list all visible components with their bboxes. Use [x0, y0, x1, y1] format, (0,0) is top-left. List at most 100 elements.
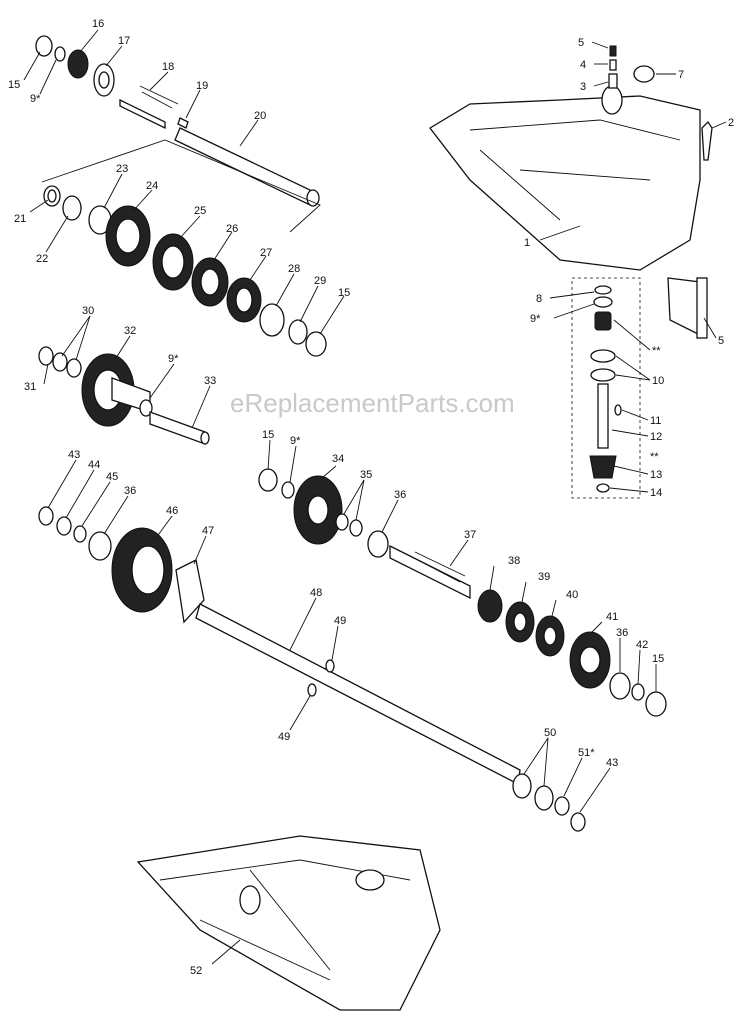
- callout-29: 29: [314, 275, 326, 287]
- callout-43: 43: [606, 757, 618, 769]
- callout-7: 7: [678, 69, 684, 81]
- callout-36: 36: [616, 627, 628, 639]
- boss-1: [601, 85, 623, 115]
- callout-39: 39: [538, 571, 550, 583]
- part-44-washer: [56, 516, 72, 536]
- part-18-pin: [119, 98, 166, 130]
- part-13-gear: [589, 455, 617, 479]
- part-9-washer-vertical: [593, 296, 613, 308]
- watermark: eReplacementParts.com: [230, 388, 515, 418]
- part-47-differential: [175, 559, 205, 624]
- callout-51: 51*: [578, 747, 595, 759]
- part-10-washer-b: [590, 368, 616, 382]
- callout-22: 22: [36, 253, 48, 265]
- callout-15: 15: [338, 287, 350, 299]
- callout-19: 19: [196, 80, 208, 92]
- part-43-ring-right: [570, 812, 586, 832]
- callout-49: 49: [334, 615, 346, 627]
- callout-30: 30: [82, 305, 94, 317]
- callout-32: 32: [124, 325, 136, 337]
- callout-49: 49: [278, 731, 290, 743]
- part-51-washer: [554, 796, 570, 816]
- part-4-spacer: [609, 59, 617, 71]
- callout-34: 34: [332, 453, 344, 465]
- callout-8: 8: [536, 293, 542, 305]
- callout-50: 50: [544, 727, 556, 739]
- callout-36: 36: [394, 489, 406, 501]
- callout-25: 25: [194, 205, 206, 217]
- callout-9: 9*: [168, 353, 179, 365]
- callout-18: 18: [162, 61, 174, 73]
- callout-16: 16: [92, 18, 104, 30]
- lower-housing: [136, 835, 441, 1011]
- callout-15: 15: [652, 653, 664, 665]
- callout-15: 15: [8, 79, 20, 91]
- callout-13: 13: [650, 469, 662, 481]
- callout-47: 47: [202, 525, 214, 537]
- part-3-pin: [608, 73, 618, 89]
- part-48-axle: [195, 603, 521, 785]
- part-43-ring-left: [38, 506, 54, 526]
- callout-2: 2: [728, 117, 734, 129]
- part-50-bearing-b: [534, 785, 554, 811]
- part-28-bearing: [259, 303, 285, 337]
- part-9-washer-top: [54, 46, 66, 62]
- part-15-bushing: [305, 331, 327, 357]
- callout-9: 9*: [30, 93, 41, 105]
- axle-assembly: [38, 506, 586, 832]
- callout-26: 26: [226, 223, 238, 235]
- part-49-pin-a: [325, 659, 335, 673]
- part-52-lower-case: [136, 835, 441, 1011]
- callout-42: 42: [636, 639, 648, 651]
- callout-11: 11: [650, 415, 661, 427]
- part-11-key: [614, 404, 622, 416]
- callout-43: 43: [68, 449, 80, 461]
- part-20-shaft: [174, 127, 311, 207]
- leader-lines: [23, 29, 727, 965]
- callout-48: 48: [310, 587, 322, 599]
- callout-3: 3: [580, 81, 586, 93]
- callout-14: 14: [650, 487, 662, 499]
- part-22-washer: [62, 195, 82, 221]
- part-8-ring: [594, 285, 612, 295]
- part-7-plug: [633, 65, 655, 83]
- callout-27: 27: [260, 247, 272, 259]
- callout-21: 21: [14, 213, 26, 225]
- part-35-washer-a: [335, 513, 349, 531]
- callout-double-star: **: [652, 345, 661, 357]
- callout-52: 52: [190, 965, 202, 977]
- callout-44: 44: [88, 459, 100, 471]
- output-gear-row: [258, 468, 667, 717]
- part-14-clip: [596, 483, 610, 493]
- callout-12: 12: [650, 431, 662, 443]
- part-36-bearing-left: [88, 531, 112, 561]
- callout-9: 9*: [530, 313, 541, 325]
- part-9-washer-mid: [281, 481, 295, 499]
- part-2-bolt: [701, 120, 713, 161]
- part-9-washer-cluster: [139, 399, 153, 417]
- callout-38: 38: [508, 555, 520, 567]
- callout-36: 36: [124, 485, 136, 497]
- part-49-pin-b: [307, 683, 317, 697]
- part-45-clip: [73, 525, 87, 543]
- part-15-bushing-right: [645, 691, 667, 717]
- callout-5: 5: [578, 37, 584, 49]
- callout-double-star: **: [650, 451, 659, 463]
- group-bracket-line: [41, 139, 321, 233]
- callouts: 15 16 17 18 19 20 9* 21 22 23 24 25 26 2…: [8, 18, 734, 977]
- part-1-upper-case: [429, 95, 701, 271]
- upper-housing: [429, 45, 713, 339]
- part-10-washer-a: [590, 349, 616, 363]
- part-38-gear: [477, 589, 503, 623]
- callout-5: 5: [718, 335, 724, 347]
- callout-40: 40: [566, 589, 578, 601]
- callout-17: 17: [118, 35, 130, 47]
- part-50-bearing-a: [512, 773, 532, 799]
- part-36-bearing-mid: [367, 530, 389, 558]
- callout-15: 15: [262, 429, 274, 441]
- part-19-key: [177, 117, 189, 129]
- callout-4: 4: [580, 59, 586, 71]
- part-30-washers: [66, 358, 82, 378]
- part-5-bolt: [609, 45, 617, 57]
